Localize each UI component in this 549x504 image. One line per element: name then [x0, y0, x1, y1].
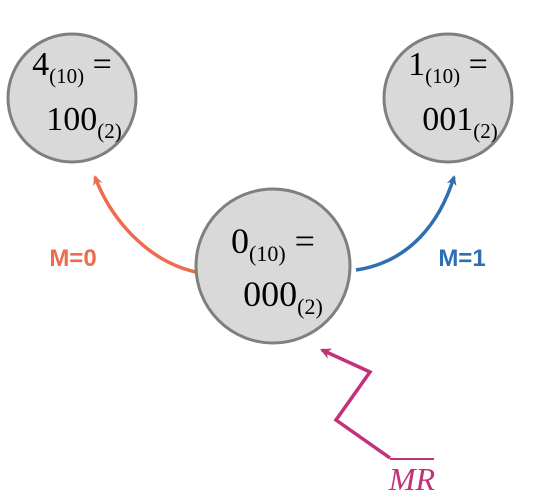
- state-node-1-binary: 001(2): [422, 101, 498, 143]
- reset-signal-text: MR: [388, 461, 436, 497]
- edge-m1-arrow: [355, 175, 457, 272]
- state-node-4-binary: 100(2): [46, 101, 122, 143]
- state-node-1-decimal: 1(10) =: [408, 46, 488, 88]
- edge-m0-label: M=0: [49, 245, 96, 272]
- reset-signal-arrow: [320, 348, 392, 460]
- edge-m1-label: M=1: [438, 245, 485, 272]
- state-node-0-binary: 000(2): [243, 274, 323, 319]
- state-node-0-decimal: 0(10) =: [231, 221, 315, 266]
- edge-m0-arrow: [93, 175, 197, 274]
- state-node-1: 1(10) = 001(2): [382, 32, 514, 164]
- state-node-4: 4(10) = 100(2): [6, 32, 138, 164]
- state-node-0: 0(10) = 000(2): [194, 187, 352, 345]
- reset-signal-label: MR: [388, 458, 436, 497]
- state-node-4-decimal: 4(10) =: [32, 46, 112, 88]
